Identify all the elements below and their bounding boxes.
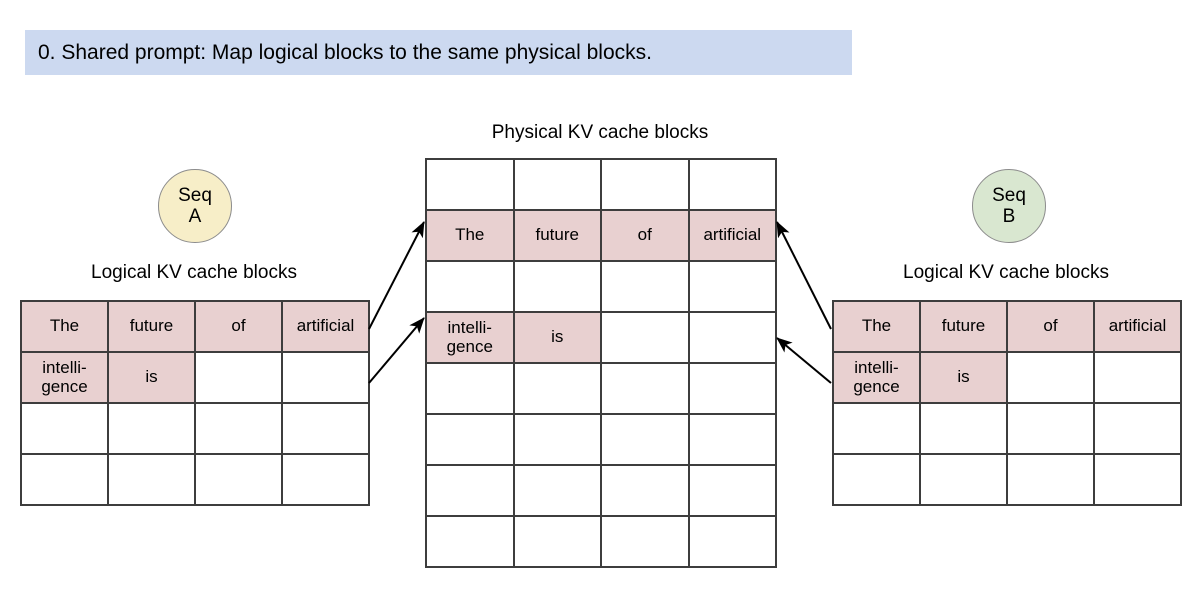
seq-a-label-line2: A	[188, 206, 202, 227]
logical-kv-grid-seq-a-cell-r4-c4	[283, 455, 370, 506]
logical-kv-grid-seq-a-cell-r4-c1	[22, 455, 109, 506]
logical-kv-grid-seq-a-cell-r2-c1: intelli-gence	[22, 353, 109, 404]
physical-kv-grid-cell-r5-c1	[427, 364, 515, 415]
physical-kv-grid-cell-r4-c2: is	[514, 313, 602, 364]
physical-kv-grid-cell-r2-c4: artificial	[689, 211, 777, 262]
physical-kv-grid-cell-r6-c4	[689, 415, 777, 466]
logical-kv-grid-seq-a-cell-r4-c2	[109, 455, 196, 506]
logical-kv-grid-seq-a-cell-r1-c1: The	[22, 302, 109, 353]
logical-kv-grid-seq-b-cell-r3-c4	[1095, 404, 1182, 455]
physical-kv-grid-cell-r2-c2: future	[514, 211, 602, 262]
logical-kv-grid-seq-b-cell-r3-c2	[921, 404, 1008, 455]
logical-kv-grid-seq-b-cell-r1-c3: of	[1008, 302, 1095, 353]
physical-kv-grid-cell-r6-c1	[427, 415, 515, 466]
physical-kv-grid-cell-r3-c3	[602, 262, 690, 313]
logical-kv-grid-seq-a-cell-r2-c3	[196, 353, 283, 404]
physical-kv-grid-cell-r1-c2	[514, 160, 602, 211]
logical-kv-grid-seq-a-cell-r3-c1	[22, 404, 109, 455]
physical-kv-grid-cell-r3-c1	[427, 262, 515, 313]
physical-kv-grid-cell-r4-c1: intelli-gence	[427, 313, 515, 364]
physical-kv-grid-cell-r4-c3	[602, 313, 690, 364]
logical-kv-grid-seq-a-cell-r2-c4	[283, 353, 370, 404]
logical-kv-grid-seq-a-cell-r4-c3	[196, 455, 283, 506]
physical-kv-grid-cell-r4-c4	[689, 313, 777, 364]
logical-kv-grid-seq-a-cell-r3-c4	[283, 404, 370, 455]
physical-kv-grid-cell-r8-c4	[689, 517, 777, 568]
physical-kv-grid-cell-r1-c3	[602, 160, 690, 211]
seq-a-badge: Seq A	[158, 169, 232, 243]
prompt-banner-text: 0. Shared prompt: Map logical blocks to …	[38, 40, 652, 64]
logical-kv-grid-seq-a-cell-r1-c2: future	[109, 302, 196, 353]
logical-kv-grid-seq-b-cell-r4-c3	[1008, 455, 1095, 506]
seq-b-badge: Seq B	[972, 169, 1046, 243]
logical-kv-grid-seq-b-cell-r4-c1	[834, 455, 921, 506]
logical-kv-grid-seq-a-cell-r3-c3	[196, 404, 283, 455]
seq-b-label-line2: B	[1002, 206, 1016, 227]
seq-a-label-line1: Seq	[178, 184, 212, 206]
physical-kv-grid-cell-r5-c3	[602, 364, 690, 415]
physical-blocks-caption: Physical KV cache blocks	[491, 122, 709, 143]
physical-kv-grid-cell-r5-c2	[514, 364, 602, 415]
logical-kv-grid-seq-b-cell-r3-c1	[834, 404, 921, 455]
logical-kv-grid-seq-b-cell-r1-c4: artificial	[1095, 302, 1182, 353]
logical-kv-grid-seq-b-cell-r4-c4	[1095, 455, 1182, 506]
arrow-seq-a-row2-to-physical-row4	[368, 317, 425, 384]
arrow-seq-b-row1-to-physical-row2	[776, 221, 832, 330]
logical-kv-grid-seq-b-cell-r2-c1: intelli-gence	[834, 353, 921, 404]
logical-kv-grid-seq-b-cell-r1-c1: The	[834, 302, 921, 353]
physical-kv-grid-cell-r2-c1: The	[427, 211, 515, 262]
physical-kv-grid-cell-r6-c3	[602, 415, 690, 466]
logical-kv-grid-seq-a-cell-r1-c4: artificial	[283, 302, 370, 353]
seq-b-label-line1: Seq	[992, 184, 1026, 206]
logical-blocks-caption-a: Logical KV cache blocks	[91, 262, 297, 283]
physical-kv-grid-cell-r2-c3: of	[602, 211, 690, 262]
logical-kv-grid-seq-b-cell-r4-c2	[921, 455, 1008, 506]
physical-kv-grid-cell-r7-c3	[602, 466, 690, 517]
arrow-seq-a-row1-to-physical-row2	[368, 221, 425, 330]
physical-kv-grid-cell-r7-c1	[427, 466, 515, 517]
physical-kv-grid-cell-r5-c4	[689, 364, 777, 415]
logical-kv-grid-seq-a-cell-r1-c3: of	[196, 302, 283, 353]
prompt-banner: 0. Shared prompt: Map logical blocks to …	[25, 30, 852, 75]
physical-kv-grid-cell-r1-c1	[427, 160, 515, 211]
physical-kv-grid-cell-r8-c2	[514, 517, 602, 568]
physical-kv-grid-cell-r8-c3	[602, 517, 690, 568]
physical-kv-grid-cell-r7-c2	[514, 466, 602, 517]
logical-blocks-caption-b: Logical KV cache blocks	[903, 262, 1109, 283]
logical-kv-grid-seq-a-cell-r2-c2: is	[109, 353, 196, 404]
logical-kv-grid-seq-a-cell-r3-c2	[109, 404, 196, 455]
logical-kv-grid-seq-b-cell-r2-c4	[1095, 353, 1182, 404]
physical-kv-grid-cell-r6-c2	[514, 415, 602, 466]
logical-kv-grid-seq-b-cell-r2-c2: is	[921, 353, 1008, 404]
physical-kv-grid-cell-r1-c4	[689, 160, 777, 211]
physical-kv-grid-cell-r7-c4	[689, 466, 777, 517]
logical-kv-grid-seq-b-cell-r2-c3	[1008, 353, 1095, 404]
arrow-seq-b-row2-to-physical-row4	[776, 337, 832, 384]
physical-kv-grid-cell-r8-c1	[427, 517, 515, 568]
physical-kv-grid-cell-r3-c4	[689, 262, 777, 313]
logical-kv-grid-seq-b-cell-r1-c2: future	[921, 302, 1008, 353]
logical-kv-grid-seq-b-cell-r3-c3	[1008, 404, 1095, 455]
physical-kv-grid-cell-r3-c2	[514, 262, 602, 313]
